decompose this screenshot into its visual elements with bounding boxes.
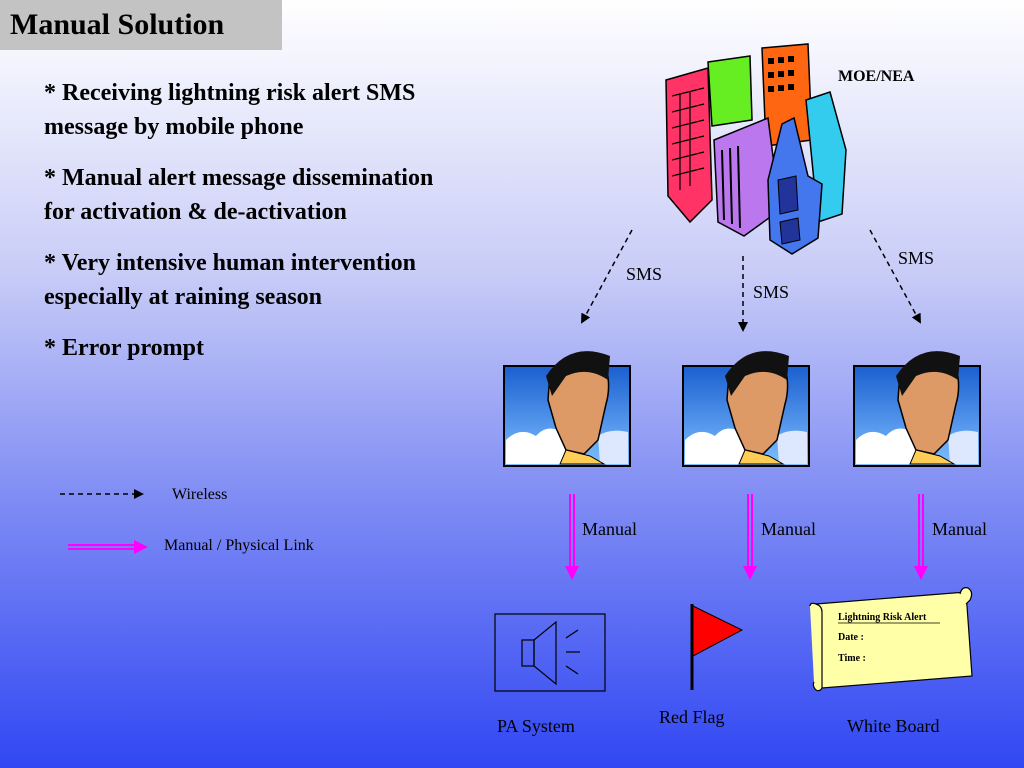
- red-flag-icon: [690, 604, 744, 690]
- sms-label: SMS: [898, 248, 935, 268]
- whiteboard-heading: Lightning Risk Alert: [838, 612, 927, 623]
- red-flag-label: Red Flag: [659, 707, 725, 727]
- person-icon: [853, 351, 981, 467]
- sms-label: SMS: [753, 282, 790, 302]
- bullet-item: * Manual alert message dissemination for…: [44, 165, 434, 225]
- whiteboard-date: Date :: [838, 632, 864, 643]
- whiteboard-icon: [809, 587, 973, 692]
- buildings-icon: [665, 43, 847, 255]
- bullet-item: * Very intensive human intervention espe…: [44, 250, 417, 310]
- person-icon: [682, 351, 810, 467]
- sms-arrow-right: [869, 229, 921, 324]
- manual-label: Manual: [932, 519, 987, 539]
- legend-manual-arrow: [68, 540, 148, 554]
- manual-arrow: [914, 494, 928, 580]
- title-box: Manual Solution: [0, 0, 282, 50]
- bullet-list: * Receiving lightning risk alert SMS mes…: [44, 76, 464, 382]
- slide-title: Manual Solution: [10, 8, 225, 41]
- speaker-icon: [494, 613, 606, 692]
- bullet-item: * Error prompt: [44, 335, 204, 361]
- sms-arrow-left: [581, 229, 633, 324]
- manual-arrow: [743, 494, 757, 580]
- manual-arrow: [565, 494, 579, 580]
- pa-system-label: PA System: [497, 716, 575, 736]
- bullet-item: * Receiving lightning risk alert SMS mes…: [44, 80, 416, 140]
- legend-wireless-label: Wireless: [172, 486, 228, 503]
- legend-manual-label: Manual / Physical Link: [164, 537, 314, 554]
- manual-label: Manual: [761, 519, 816, 539]
- sms-label: SMS: [626, 264, 663, 284]
- person-icon: [503, 351, 631, 467]
- manual-label: Manual: [582, 519, 637, 539]
- white-board-label: White Board: [847, 716, 940, 736]
- whiteboard-time: Time :: [838, 653, 866, 664]
- source-label: MOE/NEA: [838, 68, 915, 85]
